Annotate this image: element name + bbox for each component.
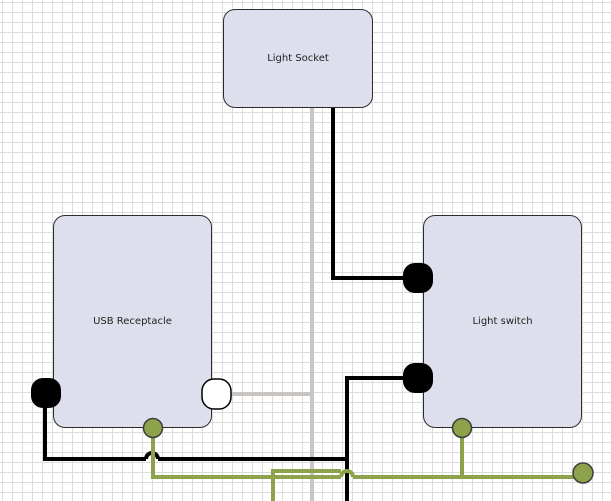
hot-wire-socket-to-switch [331, 108, 418, 280]
switch-line-terminal [403, 263, 433, 293]
light-socket-box: Light Socket [223, 9, 373, 108]
usb-receptacle-label: USB Receptacle [93, 316, 172, 327]
neutral-wires [231, 108, 314, 501]
usb-hot-terminal [31, 378, 61, 408]
ground-wire-hop [339, 469, 355, 478]
switch-ground-terminal [451, 417, 473, 439]
ground-end-terminal [572, 462, 594, 484]
usb-neutral-terminal [201, 378, 232, 410]
hot-wire-switch-down [345, 376, 418, 501]
usb-ground-terminal [142, 417, 164, 439]
light-switch-box: Light switch [423, 215, 582, 428]
ground-wires [151, 428, 583, 501]
usb-receptacle-box: USB Receptacle [53, 215, 212, 428]
ground-wire-usb [151, 428, 341, 479]
hot-wires [43, 108, 418, 501]
light-socket-label: Light Socket [267, 53, 329, 64]
light-switch-label: Light switch [472, 316, 533, 327]
ground-wire-down [271, 469, 341, 501]
hot-wire-usb-left [43, 393, 146, 461]
switch-load-terminal [403, 363, 433, 393]
